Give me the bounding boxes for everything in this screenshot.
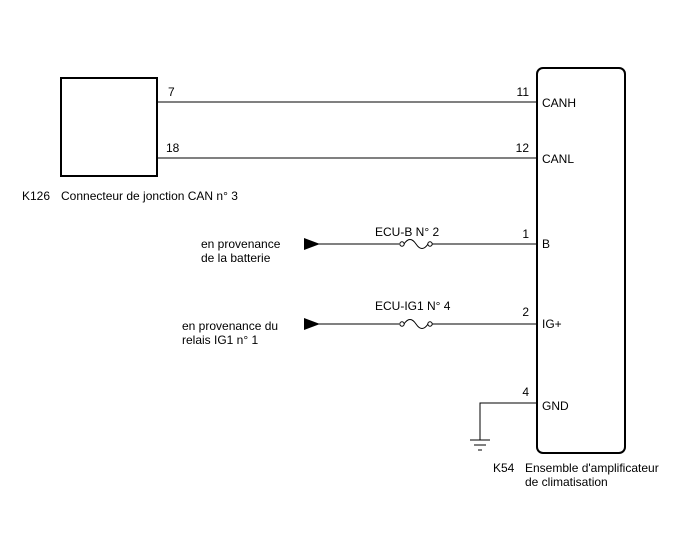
fuse-ecu-ig1-label: ECU-IG1 N° 4 [375, 299, 451, 313]
k54-pin-number-canh: 11 [517, 85, 530, 99]
k54-pin-label-gnd: GND [542, 399, 569, 413]
source-arrow-icon [304, 318, 320, 330]
k54-pin-number-ig: 2 [522, 305, 529, 319]
amplifier-k54-box [536, 67, 626, 454]
k54-pin-number-canl: 12 [516, 141, 530, 155]
fuse-icon [399, 319, 433, 329]
amplifier-k54-code: K54 [493, 461, 515, 475]
connector-k126-box [60, 77, 158, 177]
connector-k126-code: K126 [22, 189, 50, 203]
connector-k126-name: Connecteur de jonction CAN n° 3 [61, 189, 238, 203]
k54-pin-label-canl: CANL [542, 152, 574, 166]
k54-pin-number-b: 1 [522, 227, 529, 241]
fuse-ecu-b-label: ECU-B N° 2 [375, 225, 439, 239]
k54-pin-label-ig: IG+ [542, 317, 562, 331]
ground-icon [470, 439, 490, 451]
wire-gnd [479, 402, 537, 440]
amplifier-k54-name-line2: de climatisation [525, 475, 608, 489]
k126-pin-canh: 7 [168, 85, 175, 99]
k54-pin-label-canh: CANH [542, 96, 576, 110]
amplifier-k54-name-line1: Ensemble d'amplificateur [525, 461, 659, 475]
source-relay-line2: relais IG1 n° 1 [182, 333, 258, 347]
k54-pin-number-gnd: 4 [522, 385, 529, 399]
source-battery-line2: de la batterie [201, 251, 271, 265]
source-battery-line1: en provenance [201, 237, 281, 251]
k54-pin-label-b: B [542, 237, 550, 251]
source-relay-line1: en provenance du [182, 319, 278, 333]
k126-pin-canl: 18 [166, 141, 180, 155]
source-arrow-icon [304, 238, 320, 250]
fuse-icon [399, 239, 433, 249]
